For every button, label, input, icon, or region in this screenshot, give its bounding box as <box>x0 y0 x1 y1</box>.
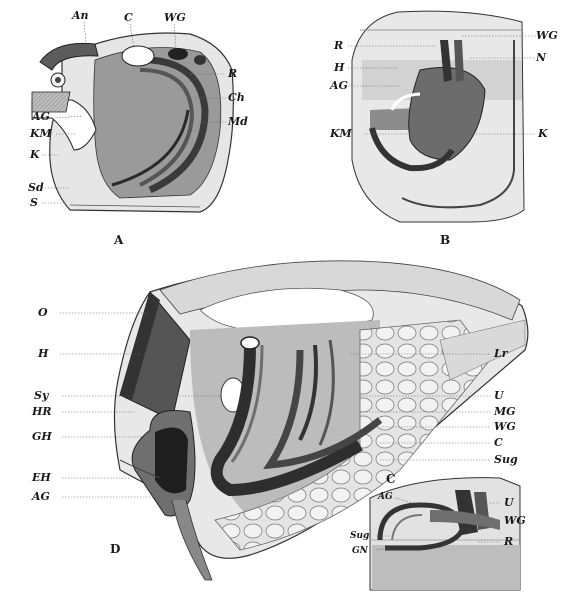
label-a-ch: Ch <box>228 92 245 104</box>
label-d-ag: AG <box>32 491 50 503</box>
label-a-sd: Sd <box>28 182 44 194</box>
caption-b: B <box>440 233 450 247</box>
label-d-gh: GH <box>32 431 52 443</box>
label-a-c: C <box>124 12 133 24</box>
label-b-h: H <box>334 62 344 74</box>
label-a-an: An <box>72 10 89 22</box>
label-c-ag: AG <box>378 491 393 503</box>
label-d-o: O <box>38 307 48 319</box>
label-d-sy: Sy <box>34 390 48 402</box>
label-c-wg: WG <box>504 515 526 527</box>
label-a-wg: WG <box>164 12 186 24</box>
label-c-sug: Sug <box>350 530 369 542</box>
label-b-k: K <box>538 128 548 140</box>
label-d-eh: EH <box>32 472 51 484</box>
label-c-r: R <box>504 536 513 548</box>
panel-b-drawing <box>352 11 524 222</box>
label-d-hr: HR <box>32 406 52 418</box>
label-d-h: H <box>38 348 48 360</box>
label-d-c: C <box>494 437 503 449</box>
label-d-u: U <box>494 390 504 402</box>
label-b-n: N <box>536 52 546 64</box>
label-b-r: R <box>334 40 343 52</box>
panel-a-drawing <box>32 33 233 212</box>
label-d-sug: Sug <box>494 454 518 466</box>
caption-c: C <box>386 472 396 486</box>
caption-d: D <box>110 542 120 556</box>
label-b-wg: WG <box>536 30 558 42</box>
label-a-ag: AG <box>32 111 50 123</box>
label-a-r: R <box>228 68 237 80</box>
label-a-md: Md <box>228 116 248 128</box>
label-b-km: KM <box>330 128 352 140</box>
label-c-gn: GN <box>352 545 368 557</box>
label-d-wg: WG <box>494 421 516 433</box>
caption-a: A <box>114 233 123 247</box>
label-a-km: KM <box>30 128 52 140</box>
label-a-k: K <box>30 149 40 161</box>
label-d-mg: MG <box>494 406 516 418</box>
label-a-s: S <box>30 197 38 209</box>
label-c-u: U <box>504 497 514 509</box>
label-b-ag: AG <box>330 80 348 92</box>
label-d-lr: Lr <box>494 348 508 360</box>
